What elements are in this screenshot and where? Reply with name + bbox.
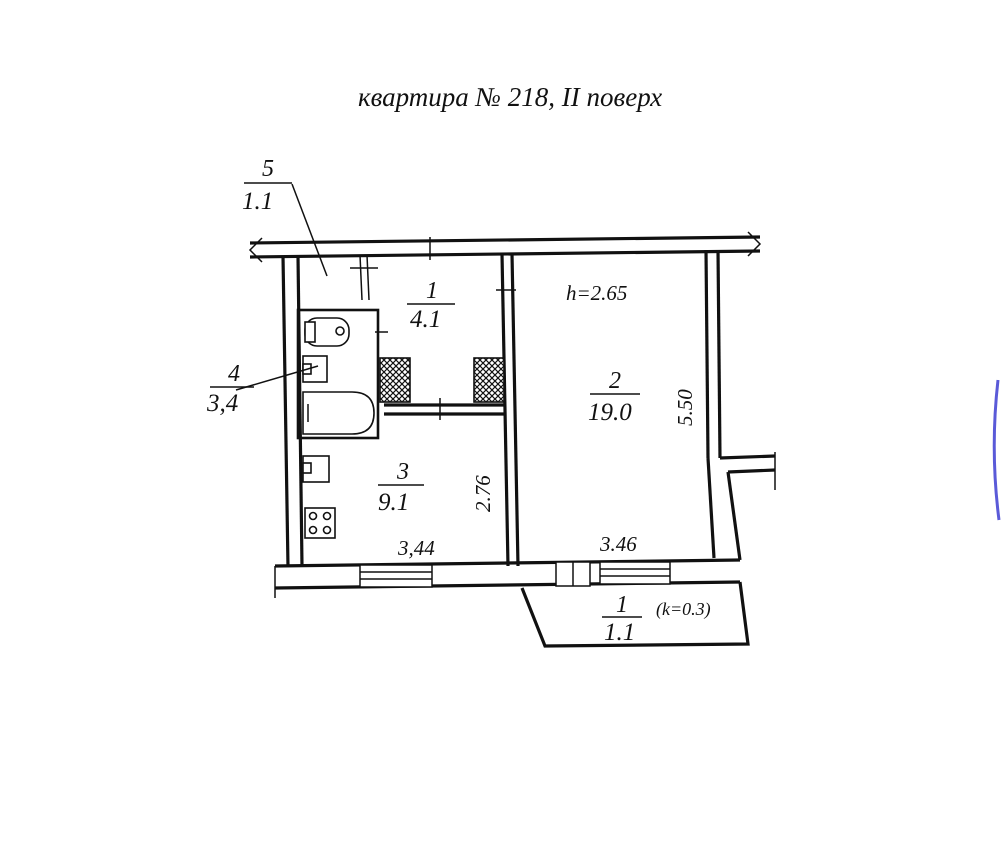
bathtub-icon (302, 391, 375, 435)
stove-icon (304, 507, 336, 539)
room3-number: 3 (396, 459, 409, 485)
balcony-outline (520, 581, 750, 648)
window-kitchen (359, 564, 433, 588)
room2-area: 19.0 (588, 399, 632, 426)
balcony-number: 1 (616, 592, 628, 618)
vent-shaft-right (473, 357, 505, 403)
right-wall (704, 249, 776, 561)
bathroom-block (296, 308, 388, 440)
room2-length-dimension: 5.50 (673, 389, 697, 426)
room1-number: 1 (426, 278, 438, 304)
kitchen-width-dimension: 3,44 (397, 536, 435, 560)
room1-area: 4.1 (410, 306, 441, 333)
balcony-door (555, 561, 591, 587)
top-wall (248, 231, 762, 263)
window-room (599, 561, 671, 585)
room4-area: 3,4 (206, 390, 238, 417)
room3-area: 9.1 (378, 489, 409, 516)
kitchen-depth-dimension: 2.76 (471, 475, 495, 512)
room5-leader (291, 183, 328, 277)
left-wall (281, 255, 304, 568)
room2-number: 2 (609, 368, 621, 394)
balcony-area: 1.1 (604, 619, 635, 646)
partition-room1 (350, 237, 504, 420)
vent-shaft-left (379, 357, 411, 403)
page-title: квартира № 218, II поверх (358, 82, 662, 112)
room4-number: 4 (228, 361, 240, 387)
balcony-coefficient: (k=0.3) (656, 599, 711, 620)
stamp-edge (992, 379, 1001, 521)
room5-area: 1.1 (242, 188, 273, 215)
ceiling-height: h=2.65 (566, 281, 627, 305)
room5-number: 5 (262, 156, 274, 182)
partition-room2 (496, 253, 520, 567)
room2-width-dimension: 3.46 (599, 532, 637, 556)
kitchen-fixtures (302, 455, 336, 539)
room4-leader (235, 365, 319, 391)
